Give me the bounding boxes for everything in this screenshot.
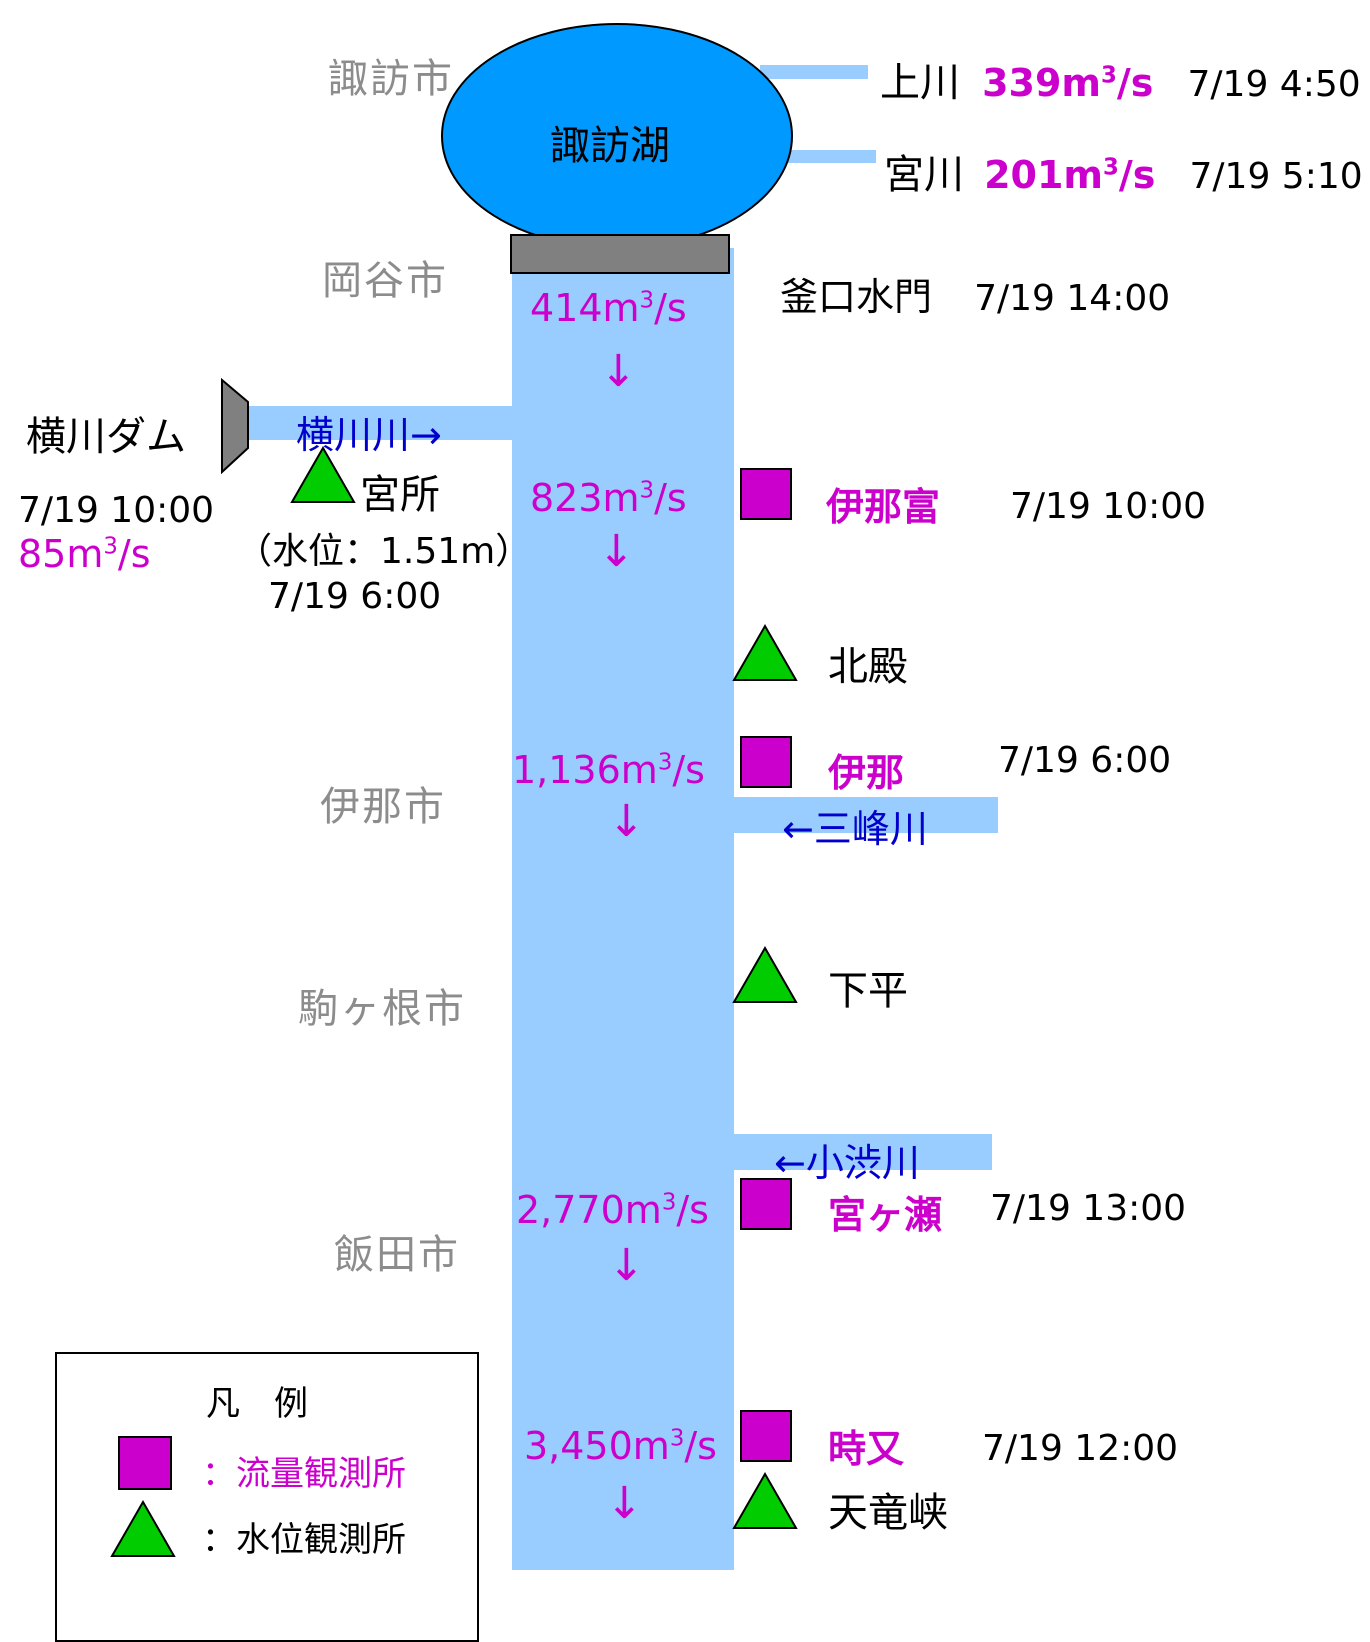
flow-arrow-4: ↓ [608, 1240, 645, 1291]
lake-name: 諏訪湖 [550, 123, 670, 169]
station-shimodaira: 下平 [828, 968, 908, 1014]
legend-flow-station: ：流量観測所 [202, 1454, 406, 1494]
station-inatomi-time: 7/19 10:00 [1010, 486, 1207, 527]
miyadokoro-name: 宮所 [360, 472, 440, 518]
water-level-station-icon [732, 624, 798, 681]
flow-arrow-3: ↓ [608, 796, 645, 847]
station-tokimata: 時又 [828, 1427, 905, 1471]
station-kitatono: 北殿 [828, 644, 908, 690]
gate-time: 7/19 14:00 [974, 278, 1171, 319]
station-ina: 伊那 [828, 751, 905, 795]
main-flow-414: 414m3/s [530, 286, 687, 330]
main-flow-3450: 3,450m3/s [524, 1424, 717, 1468]
tributary-koshibu: ←小渋川 [774, 1141, 920, 1185]
flow-arrow-1: ↓ [600, 346, 637, 397]
miyadokoro-level: （水位：1.51m） [236, 531, 532, 572]
water-level-station-icon [290, 446, 356, 503]
tributary-yokokawa: 横川川→ [296, 413, 442, 457]
city-komagane: 駒ヶ根市 [298, 986, 466, 1032]
koshibu-river [732, 1134, 992, 1170]
flow-arrow-2: ↓ [598, 526, 635, 577]
station-miyagase: 宮ヶ瀬 [828, 1193, 943, 1237]
legend-level-station: ：水位観測所 [202, 1520, 406, 1560]
yokokawa-river [244, 406, 514, 440]
water-level-station-icon [732, 946, 798, 1003]
station-tokimata-time: 7/19 12:00 [982, 1428, 1179, 1469]
legend-title: 凡 例 [206, 1384, 308, 1424]
dam-icon [221, 378, 249, 474]
mibu-river [732, 797, 998, 833]
kamaguchi-gate [510, 234, 730, 274]
legend [55, 1352, 479, 1642]
city-okaya: 岡谷市 [322, 258, 448, 304]
city-iida: 飯田市 [334, 1232, 460, 1278]
station-ina-time: 7/19 6:00 [998, 740, 1172, 781]
station-tenryukyo: 天竜峡 [828, 1490, 948, 1536]
inflow-time: 7/19 5:10 [1189, 156, 1363, 197]
dam-name: 横川ダム [26, 414, 186, 460]
main-flow-823: 823m3/s [530, 476, 687, 520]
water-level-station-icon [732, 1472, 798, 1529]
gate-label: 釜口水門 7/19 14:00 [780, 266, 1170, 321]
tributary-mibu: ←三峰川 [782, 807, 928, 851]
flow-station-icon [740, 468, 792, 520]
flow-station-icon [740, 1410, 792, 1462]
flow-station-icon [740, 1178, 792, 1230]
main-flow-1136: 1,136m3/s [512, 748, 705, 792]
main-flow-2770: 2,770m3/s [516, 1188, 709, 1232]
inflow-name: 宮川 [884, 152, 964, 198]
inflow-miyagawa: 宮川 201m3/s 7/19 5:10 [884, 142, 1363, 200]
miyadokoro-time: 7/19 6:00 [268, 576, 442, 617]
gate-name: 釜口水門 [780, 275, 933, 319]
inflow-time: 7/19 4:50 [1187, 64, 1361, 105]
tenryu-main-river [512, 248, 734, 1570]
miyagawa-inflow [780, 150, 876, 163]
city-suwa: 諏訪市 [328, 56, 454, 102]
inflow-kamigawa: 上川 339m3/s 7/19 4:50 [880, 50, 1361, 108]
inflow-name: 上川 [880, 60, 960, 106]
city-ina: 伊那市 [320, 784, 446, 830]
flow-arrow-5: ↓ [606, 1478, 643, 1529]
kamigawa-inflow [760, 65, 868, 79]
station-miyagase-time: 7/19 13:00 [990, 1188, 1187, 1229]
dam-time: 7/19 10:00 [18, 490, 215, 531]
flow-station-icon [740, 736, 792, 788]
inflow-flow: 339m3/s [982, 61, 1154, 105]
station-inatomi: 伊那富 [826, 485, 941, 529]
water-level-station-icon [110, 1500, 176, 1557]
dam-flow: 85m3/s [18, 532, 151, 576]
inflow-flow: 201m3/s [984, 153, 1156, 197]
flow-station-icon [118, 1436, 172, 1490]
